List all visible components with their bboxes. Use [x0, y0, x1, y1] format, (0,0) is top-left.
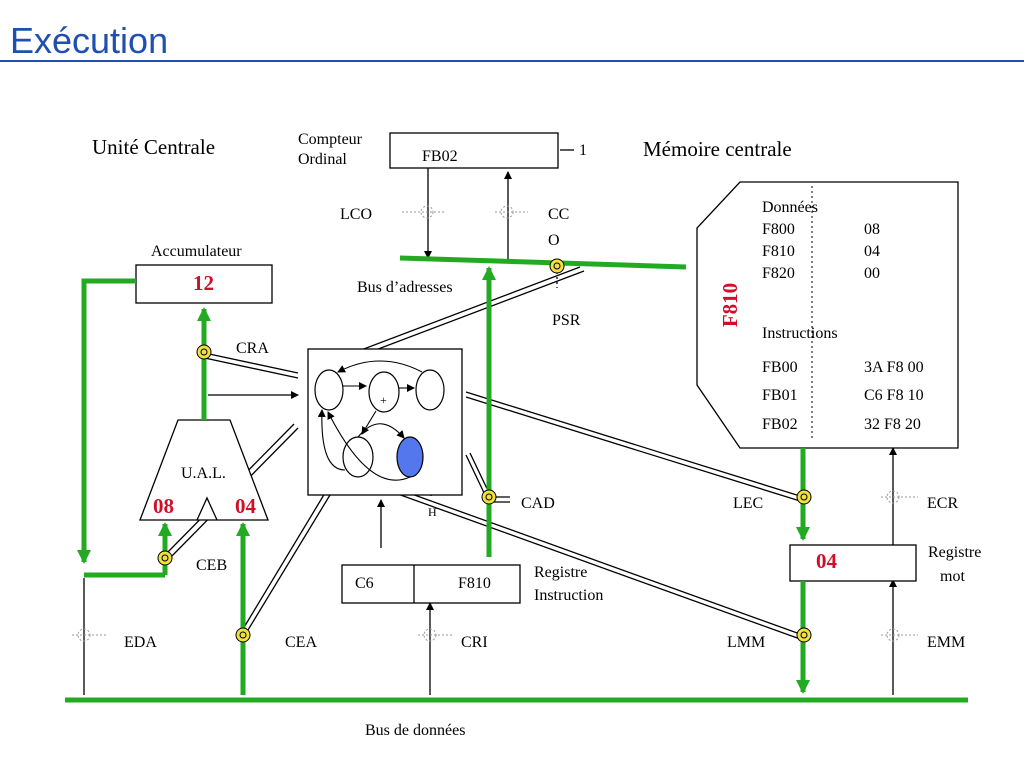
control-lines [83, 149, 897, 695]
compteur-label-2: Ordinal [298, 151, 347, 168]
cra-label: CRA [236, 340, 269, 357]
instructions-val-2: 32 F8 20 [864, 416, 921, 433]
donnees-val-2: 00 [864, 265, 880, 282]
memory-address-value: F810 [718, 283, 742, 327]
donnees-val-0: 08 [864, 221, 880, 238]
ceb-label: CEB [196, 557, 227, 574]
instructions-header: Instructions [762, 325, 838, 342]
accumulateur-label: Accumulateur [151, 243, 242, 260]
donnees-addr-0: F800 [762, 221, 795, 238]
instructions-addr-1: FB01 [762, 387, 798, 404]
instructions-addr-0: FB00 [762, 359, 798, 376]
compteur-ordinal-value: FB02 [422, 148, 458, 165]
state-1 [314, 369, 344, 411]
state-4 [342, 436, 374, 478]
sequencer-state-machine [314, 360, 445, 481]
ual-left-value: 08 [153, 494, 174, 518]
donnees-header: Données [762, 199, 818, 216]
bus-adresses [399, 255, 687, 270]
plus-label: + [380, 393, 387, 407]
instructions-addr-2: FB02 [762, 416, 798, 433]
compteur-label-1: Compteur [298, 131, 363, 148]
accumulateur-value: 12 [193, 271, 214, 295]
registre-mot-label-2: mot [940, 568, 965, 585]
bus-adresses-label: Bus d’adresses [357, 279, 453, 296]
unite-centrale-label: Unité Centrale [92, 135, 215, 159]
page-title: Exécution [10, 20, 169, 61]
state-2 [368, 371, 400, 413]
cri-label: CRI [461, 634, 488, 651]
h-label: H [428, 505, 437, 519]
registre-mot-value: 04 [816, 549, 838, 573]
ual-right-value: 04 [235, 494, 257, 518]
lec-label: LEC [733, 495, 763, 512]
donnees-val-1: 04 [864, 243, 880, 260]
switches-open [72, 205, 918, 642]
donnees-addr-1: F810 [762, 243, 795, 260]
switches-closed [157, 258, 812, 643]
compteur-ordinal-box [389, 132, 559, 169]
ual-label: U.A.L. [181, 465, 226, 482]
memoire-centrale-label: Mémoire centrale [643, 137, 792, 161]
bus-donnees-label: Bus de données [365, 722, 465, 739]
registre-mot-box [789, 544, 917, 582]
ecr-label: ECR [927, 495, 958, 512]
cea-label: CEA [285, 634, 317, 651]
registre-instruction-label-1: Registre [534, 564, 587, 581]
registre-mot-label-1: Registre [928, 544, 981, 561]
increment-label: 1 [579, 142, 587, 159]
registre-instruction-label-2: Instruction [534, 587, 603, 604]
psr-label: PSR [552, 312, 581, 329]
buses [65, 255, 968, 703]
instructions-val-0: 3A F8 00 [864, 359, 924, 376]
cco-label-1: CC [548, 206, 569, 223]
ri-address-value: F810 [458, 575, 491, 592]
register-boxes [135, 132, 959, 604]
cco-label-2: O [548, 232, 560, 249]
lco-label: LCO [340, 206, 372, 223]
ual-shape [139, 419, 269, 521]
title-rule [0, 60, 1024, 62]
cad-label: CAD [521, 495, 555, 512]
lmm-label: LMM [727, 634, 765, 651]
instructions-val-1: C6 F8 10 [864, 387, 924, 404]
registre-instruction-box [341, 564, 521, 604]
state-active [396, 436, 424, 478]
accumulateur-box [135, 264, 273, 304]
emm-label: EMM [927, 634, 965, 651]
ri-code-value: C6 [355, 575, 374, 592]
eda-label: EDA [124, 634, 157, 651]
memoire-box [696, 181, 959, 449]
state-3 [415, 369, 445, 411]
donnees-addr-2: F820 [762, 265, 795, 282]
